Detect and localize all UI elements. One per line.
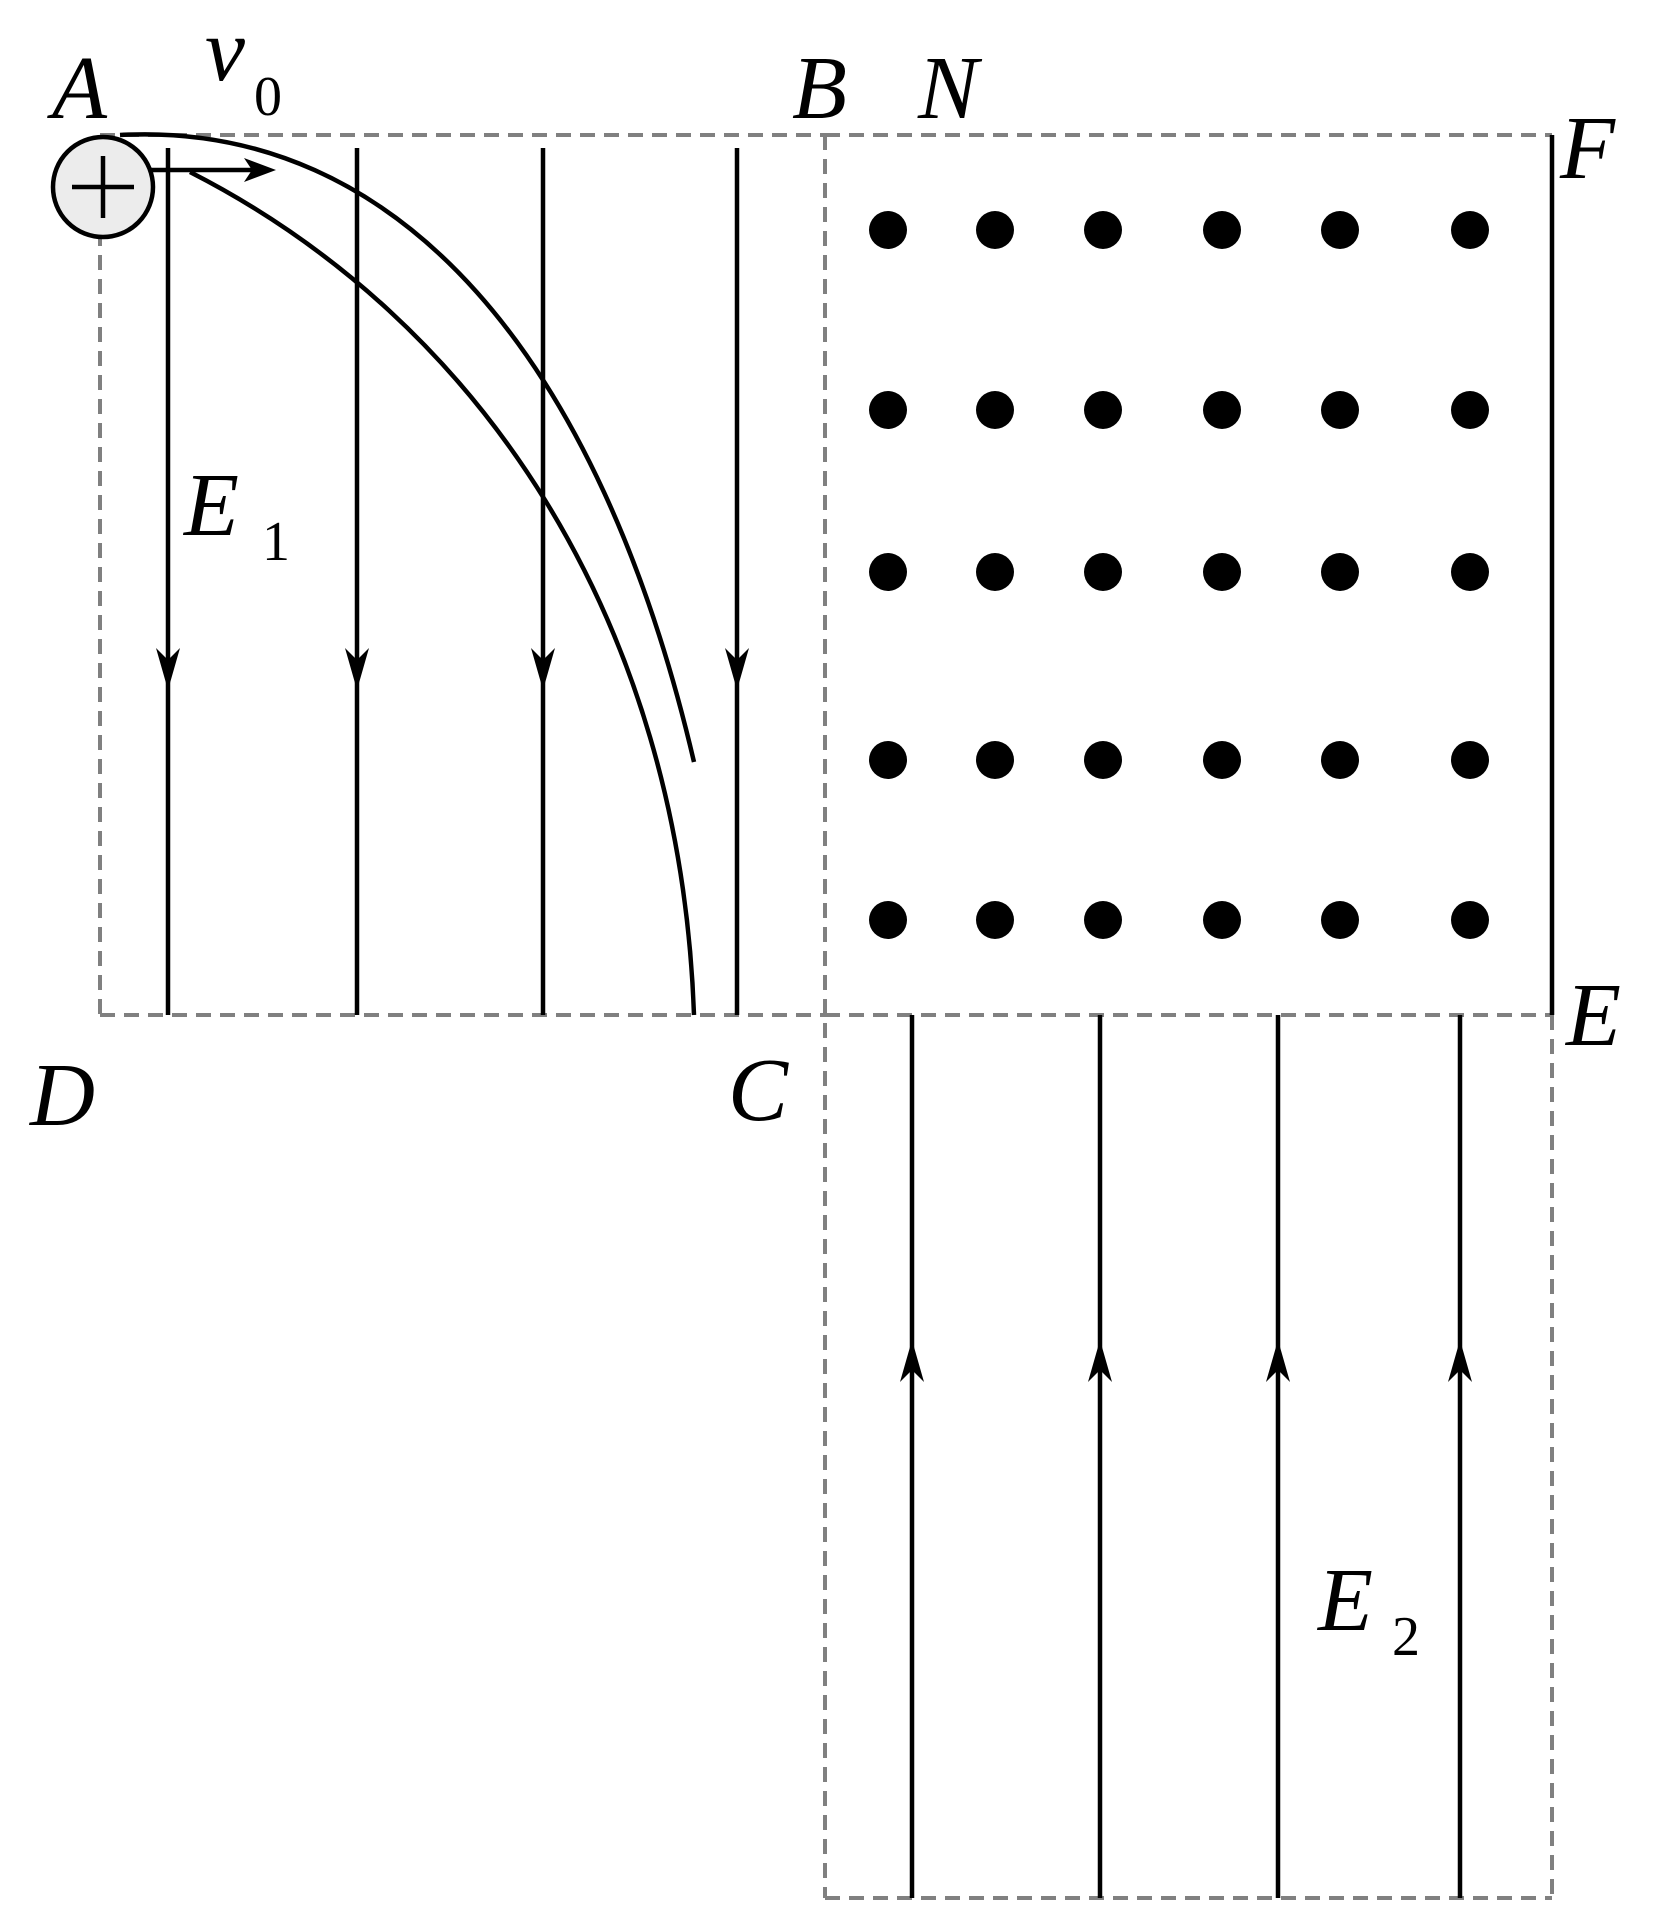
field-lines-e2 bbox=[900, 1015, 1472, 1898]
trajectory-inner-curve bbox=[188, 169, 697, 1016]
velocity-arrow bbox=[150, 158, 276, 182]
e1-arrowhead bbox=[345, 648, 369, 690]
magnetic-field-dot bbox=[1321, 901, 1359, 939]
e1-arrowhead bbox=[531, 648, 555, 690]
e1-subscript: 1 bbox=[262, 511, 290, 573]
label-d: D bbox=[28, 1046, 95, 1145]
magnetic-field-dot bbox=[869, 391, 907, 429]
label-c: C bbox=[728, 1041, 789, 1140]
e2-arrowhead bbox=[1448, 1340, 1472, 1382]
magnetic-field-dot bbox=[1084, 901, 1122, 939]
e2-label: E 2 bbox=[1316, 1551, 1420, 1668]
magnetic-field-dot bbox=[869, 901, 907, 939]
magnetic-field-dots bbox=[869, 211, 1489, 939]
magnetic-field-dot bbox=[1451, 741, 1489, 779]
region-right-boundary bbox=[823, 133, 1554, 1900]
magnetic-field-dot bbox=[1203, 391, 1241, 429]
region-abcd-boundary bbox=[98, 133, 825, 1017]
magnetic-field-dot bbox=[1084, 553, 1122, 591]
magnetic-field-dot bbox=[976, 741, 1014, 779]
field-lines-e1 bbox=[156, 148, 749, 1015]
magnetic-field-dot bbox=[1451, 391, 1489, 429]
positive-charge bbox=[50, 134, 156, 240]
magnetic-field-dot bbox=[1321, 211, 1359, 249]
magnetic-field-dot bbox=[976, 553, 1014, 591]
magnetic-field-dot bbox=[1203, 741, 1241, 779]
e1-label: E 1 bbox=[182, 456, 290, 573]
label-e: E bbox=[1564, 966, 1621, 1065]
magnetic-field-dot bbox=[1321, 741, 1359, 779]
e2-symbol: E bbox=[1316, 1551, 1373, 1650]
magnetic-field-dot bbox=[1321, 553, 1359, 591]
velocity-subscript: 0 bbox=[254, 66, 282, 128]
magnetic-field-dot bbox=[1084, 211, 1122, 249]
magnetic-field-dot bbox=[869, 741, 907, 779]
trajectory-outer-curve bbox=[119, 132, 697, 763]
trajectory-band bbox=[119, 132, 697, 1016]
magnetic-field-dot bbox=[1451, 553, 1489, 591]
e1-arrowhead bbox=[725, 648, 749, 690]
magnetic-field-dot bbox=[976, 901, 1014, 939]
magnetic-field-dot bbox=[1203, 553, 1241, 591]
e1-arrowhead bbox=[156, 648, 180, 690]
magnetic-field-dot bbox=[1084, 391, 1122, 429]
label-a: A bbox=[47, 39, 108, 138]
velocity-symbol: v bbox=[205, 1, 245, 100]
e1-symbol: E bbox=[182, 456, 239, 555]
e2-arrowhead bbox=[900, 1340, 924, 1382]
magnetic-field-dot bbox=[1203, 211, 1241, 249]
label-f: F bbox=[1559, 99, 1616, 198]
magnetic-field-dot bbox=[1203, 901, 1241, 939]
magnetic-field-dot bbox=[1451, 901, 1489, 939]
magnetic-field-dot bbox=[1451, 211, 1489, 249]
label-n: N bbox=[917, 39, 983, 138]
e2-subscript: 2 bbox=[1392, 1606, 1420, 1668]
magnetic-field-dot bbox=[976, 211, 1014, 249]
magnetic-field-dot bbox=[869, 553, 907, 591]
magnetic-field-dot bbox=[976, 391, 1014, 429]
magnetic-field-dot bbox=[1084, 741, 1122, 779]
magnetic-field-dot bbox=[1321, 391, 1359, 429]
magnetic-field-dot bbox=[869, 211, 907, 249]
label-b: B bbox=[792, 39, 847, 138]
velocity-label: v 0 bbox=[205, 1, 282, 128]
e2-arrowhead bbox=[1088, 1340, 1112, 1382]
e2-arrowhead bbox=[1266, 1340, 1290, 1382]
